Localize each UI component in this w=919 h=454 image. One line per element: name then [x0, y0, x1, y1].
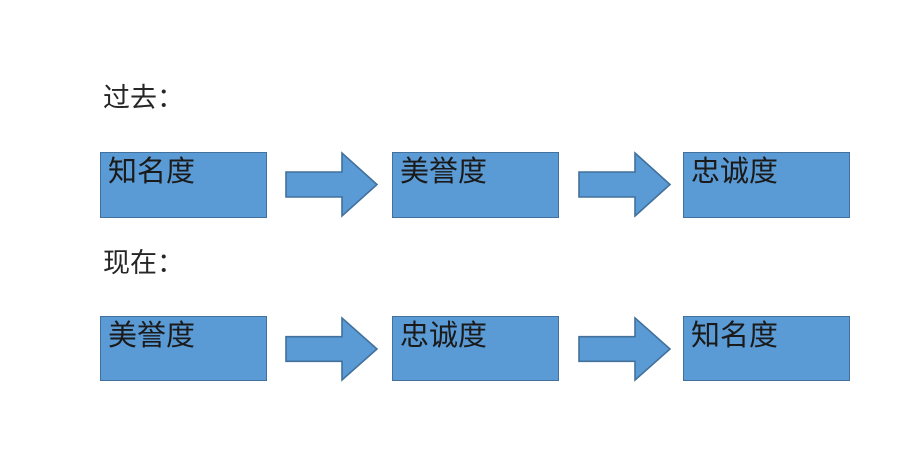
node-box-past-1[interactable]: 知名度: [100, 152, 267, 218]
section-label-past: 过去：: [103, 83, 184, 113]
section-label-now: 现在：: [103, 248, 184, 278]
node-label-now-3: 知名度: [691, 320, 779, 352]
arrow-right-icon-past-1: [285, 151, 379, 218]
node-label-now-2: 忠诚度: [400, 320, 488, 352]
node-label-past-1: 知名度: [108, 156, 196, 188]
arrow-right-icon-now-1: [285, 316, 379, 382]
node-box-now-1[interactable]: 美誉度: [100, 316, 267, 381]
node-label-now-1: 美誉度: [108, 320, 196, 352]
node-box-now-3[interactable]: 知名度: [683, 316, 850, 381]
node-label-past-3: 忠诚度: [691, 156, 779, 188]
arrow-right-icon-past-2: [578, 151, 672, 218]
node-box-now-2[interactable]: 忠诚度: [392, 316, 559, 381]
arrow-right-icon-now-2: [578, 316, 672, 382]
node-box-past-2[interactable]: 美誉度: [392, 152, 559, 218]
node-label-past-2: 美誉度: [400, 156, 488, 188]
node-box-past-3[interactable]: 忠诚度: [683, 152, 850, 218]
